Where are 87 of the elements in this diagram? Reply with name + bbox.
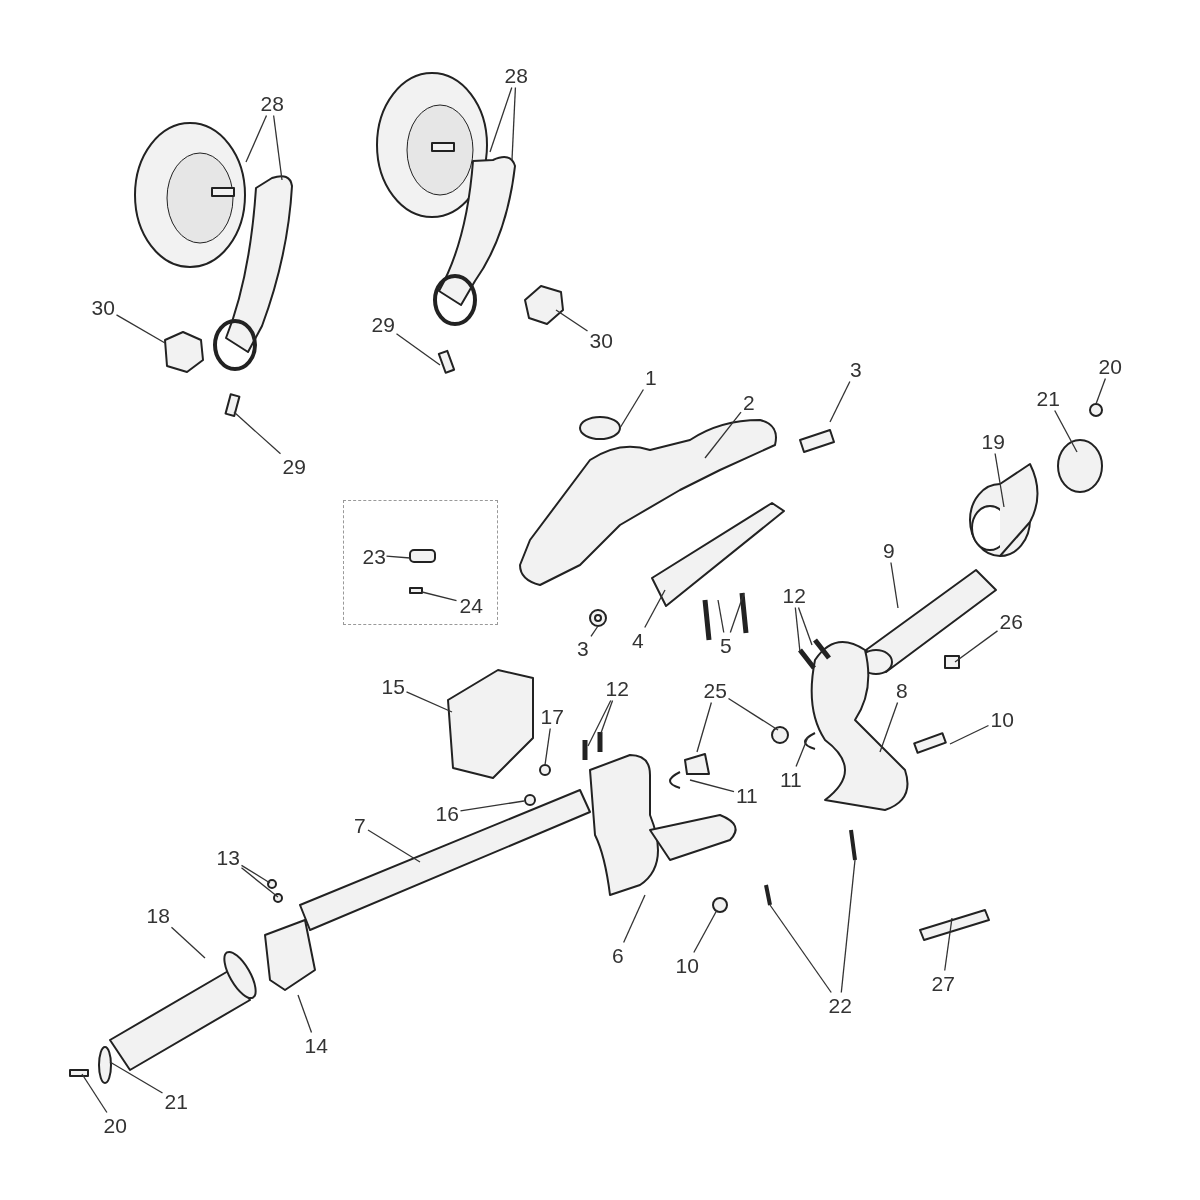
callout-number: 17 xyxy=(540,705,564,727)
callout-number: 11 xyxy=(780,768,802,790)
leader-line xyxy=(115,314,166,344)
leader-line xyxy=(994,452,1005,508)
callout-number: 30 xyxy=(91,296,115,318)
callout-number: 21 xyxy=(1036,387,1060,409)
leader-line xyxy=(587,699,612,747)
leader-line xyxy=(1054,409,1078,453)
leader-line xyxy=(689,779,735,793)
callout-number: 2 xyxy=(743,391,755,413)
leader-line xyxy=(385,555,411,559)
leader-line xyxy=(727,697,779,731)
callout-number: 20 xyxy=(103,1114,127,1136)
callout-number: 29 xyxy=(282,455,306,477)
callout-number: 23 xyxy=(362,545,386,567)
leader-line xyxy=(240,864,271,884)
callout-number: 9 xyxy=(883,539,895,561)
leader-line xyxy=(696,701,712,753)
leader-line xyxy=(949,724,990,745)
leader-line xyxy=(233,411,282,455)
callout-number: 14 xyxy=(304,1034,328,1056)
leader-line xyxy=(623,894,646,944)
callout-number: 4 xyxy=(632,629,644,651)
leader-line xyxy=(944,917,953,972)
leader-line xyxy=(717,599,725,634)
leader-line xyxy=(421,591,458,602)
leader-line xyxy=(170,926,206,959)
callout-number: 28 xyxy=(260,92,284,114)
leader-line xyxy=(459,800,525,812)
callout-number: 10 xyxy=(990,708,1014,730)
callout-number: 8 xyxy=(896,679,908,701)
callout-number: 11 xyxy=(736,784,758,806)
leader-line xyxy=(395,333,441,366)
leader-line xyxy=(619,388,645,429)
callout-number: 22 xyxy=(828,994,852,1016)
callout-number: 29 xyxy=(371,313,395,335)
leader-line xyxy=(272,114,283,181)
leader-line xyxy=(879,701,899,753)
callout-number: 5 xyxy=(720,634,732,656)
leader-line xyxy=(489,86,513,153)
leader-line xyxy=(769,904,832,994)
leader-line xyxy=(794,606,801,653)
leader-line xyxy=(729,592,745,634)
leader-line xyxy=(890,561,899,609)
leader-line xyxy=(511,86,517,161)
leader-line xyxy=(644,589,666,629)
callout-number: 1 xyxy=(645,366,657,388)
leader-line xyxy=(555,309,589,332)
callout-number: 13 xyxy=(216,846,240,868)
callout-number: 6 xyxy=(612,944,624,966)
leader-line xyxy=(109,1061,164,1094)
callout-number: 19 xyxy=(981,430,1005,452)
callout-number: 16 xyxy=(435,802,459,824)
callout-number: 21 xyxy=(164,1090,188,1112)
callout-number: 3 xyxy=(850,358,862,380)
inset-frame xyxy=(342,499,498,625)
leader-line xyxy=(600,699,614,734)
leader-line xyxy=(245,114,268,163)
callout-number: 30 xyxy=(589,329,613,351)
callout-number: 12 xyxy=(605,677,629,699)
callout-number: 28 xyxy=(504,64,528,86)
callout-number: 12 xyxy=(782,584,806,606)
leader-line xyxy=(704,411,742,459)
leader-line xyxy=(1095,377,1107,405)
leader-line xyxy=(693,909,718,954)
callout-number: 3 xyxy=(577,637,589,659)
callout-number: 15 xyxy=(381,675,405,697)
callout-number: 18 xyxy=(146,904,170,926)
leader-line xyxy=(954,630,999,663)
leader-line xyxy=(544,727,551,766)
callout-number: 10 xyxy=(675,954,699,976)
leader-line xyxy=(590,625,599,637)
leader-line xyxy=(829,380,851,423)
leader-line xyxy=(797,606,813,646)
leader-line xyxy=(240,867,279,898)
leader-line xyxy=(840,859,856,994)
callout-number: 24 xyxy=(459,594,483,616)
leader-line xyxy=(795,736,809,768)
callout-number: 27 xyxy=(931,972,955,994)
callout-number: 20 xyxy=(1098,355,1122,377)
callout-number: 25 xyxy=(703,679,727,701)
leader-line xyxy=(405,691,453,713)
leader-line xyxy=(81,1073,108,1114)
callout-number: 26 xyxy=(999,610,1023,632)
leader-line xyxy=(367,829,421,863)
callout-number: 7 xyxy=(354,814,366,836)
leader-line xyxy=(297,994,313,1034)
